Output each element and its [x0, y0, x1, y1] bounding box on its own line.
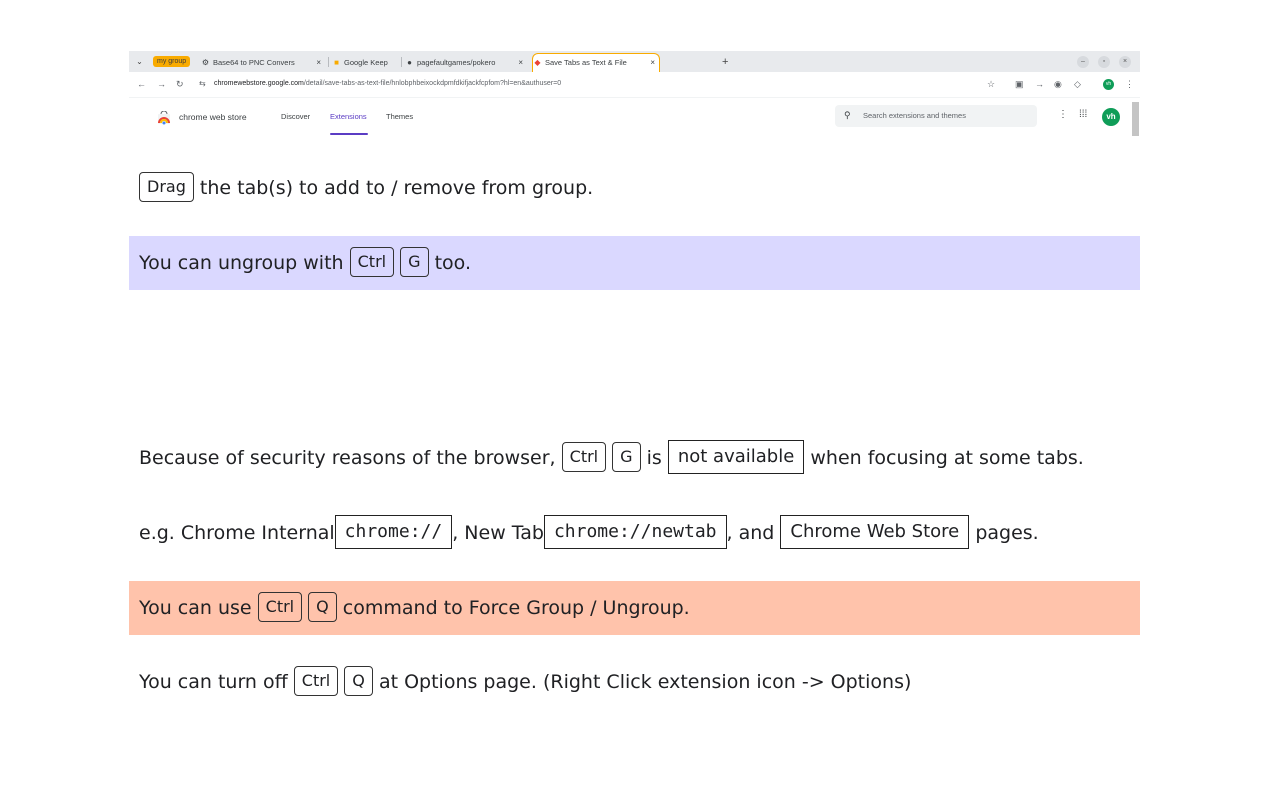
options-text-before: You can turn off — [139, 671, 288, 693]
url-field[interactable]: chromewebstore.google.com/detail/save-ta… — [214, 78, 561, 90]
active-nav-indicator — [330, 133, 368, 135]
options-instruction: You can turn off Ctrl Q at Options page.… — [129, 655, 1140, 709]
examples-text-after: pages. — [975, 522, 1039, 544]
new-tab-button[interactable]: + — [722, 56, 729, 68]
chrome-web-store-tag: Chrome Web Store — [780, 514, 970, 549]
ungroup-text-after: too. — [434, 252, 471, 274]
nav-extensions[interactable]: Extensions — [330, 112, 367, 121]
tab-group-chip[interactable]: my group — [153, 56, 191, 67]
apps-grid-icon[interactable]: ⁞⁞⁞ — [1079, 109, 1088, 120]
store-name[interactable]: chrome web store — [179, 112, 247, 122]
not-available-tag: not available — [667, 439, 805, 474]
g-key: G — [612, 441, 641, 472]
ungroup-instruction: You can ungroup with Ctrl G too. — [129, 236, 1140, 290]
profile-avatar[interactable]: vh — [1103, 79, 1114, 90]
ctrl-key: Ctrl — [257, 591, 303, 622]
kebab-menu-icon[interactable]: ⋮ — [1125, 79, 1134, 89]
close-icon[interactable]: × — [518, 58, 523, 67]
keep-icon: ■ — [334, 58, 339, 67]
browser-screenshot: ⌄ my group ⚙Base64 to PNC Convers × ■ Goo… — [129, 51, 1140, 137]
forward-icon[interactable]: → — [157, 79, 166, 89]
tab-google-keep[interactable]: ■ Google Keep — [332, 54, 398, 72]
scrollbar[interactable] — [1132, 102, 1139, 136]
tab-strip: ⌄ my group ⚙Base64 to PNC Convers × ■ Goo… — [129, 51, 1140, 73]
close-window-icon[interactable]: × — [1119, 56, 1131, 68]
more-options-icon[interactable]: ⋮ — [1058, 109, 1068, 120]
reload-icon[interactable]: ↻ — [176, 79, 184, 89]
drag-instruction: Drag the tab(s) to add to / remove from … — [129, 161, 1140, 215]
site-info-icon[interactable]: ⇆ — [199, 79, 206, 88]
examples-text-before: e.g. Chrome Internal — [139, 522, 335, 544]
back-icon[interactable]: ← — [137, 79, 146, 89]
github-icon: ● — [407, 58, 412, 67]
tab-title: Save Tabs as Text & File — [545, 58, 627, 67]
tab-title: pagefaultgames/pokero — [417, 58, 496, 67]
chrome-internal-tag: chrome:// — [334, 514, 453, 549]
extension-puzzle-icon[interactable]: ▣ — [1015, 79, 1024, 89]
force-text-before: You can use — [139, 597, 252, 619]
force-text-after: command to Force Group / Ungroup. — [342, 597, 690, 619]
chrome-web-store-header: chrome web store Discover Extensions The… — [129, 97, 1140, 137]
url-path: /detail/save-tabs-as-text-file/hnlobphbe… — [303, 80, 562, 87]
gear-icon: ⚙ — [201, 58, 210, 67]
search-icon: ⚲ — [844, 110, 851, 120]
ctrl-key: Ctrl — [561, 441, 607, 472]
security-text-mid: is — [646, 447, 662, 469]
tab-github[interactable]: ● pagefaultgames/pokero × — [405, 54, 527, 72]
tab-base64[interactable]: ⚙Base64 to PNC Convers × — [201, 54, 325, 72]
store-avatar[interactable]: vh — [1102, 108, 1120, 126]
address-bar: ← → ↻ ⇆ chromewebstore.google.com/detail… — [129, 72, 1140, 97]
search-input[interactable]: Search extensions and themes — [863, 111, 966, 120]
tab-title: Base64 to PNC Convers — [213, 58, 295, 67]
nav-themes[interactable]: Themes — [386, 112, 414, 121]
arrow-extension-icon[interactable]: → — [1035, 79, 1044, 89]
tab-save-tabs[interactable]: ◆ Save Tabs as Text & File × — [532, 53, 660, 73]
g-key: G — [400, 246, 429, 277]
tab-separator — [401, 57, 402, 67]
bookmark-star-icon[interactable]: ☆ — [987, 79, 996, 89]
force-group-instruction: You can use Ctrl Q command to Force Grou… — [129, 581, 1140, 635]
extensions-icon[interactable]: ◇ — [1074, 79, 1081, 89]
minimize-icon[interactable]: – — [1077, 56, 1089, 68]
chrome-web-store-icon: ◆ — [534, 58, 541, 67]
tab-search-icon[interactable]: ⌄ — [136, 57, 143, 66]
examples-text-mid2: , and — [726, 522, 775, 544]
ungroup-text-before: You can ungroup with — [139, 252, 344, 274]
close-icon[interactable]: × — [316, 58, 321, 67]
tab-separator — [328, 57, 329, 67]
security-text-after: when focusing at some tabs. — [810, 447, 1084, 469]
ctrl-key: Ctrl — [349, 246, 395, 277]
newtab-tag: chrome://newtab — [543, 514, 727, 549]
close-icon[interactable]: × — [650, 58, 655, 67]
nav-discover[interactable]: Discover — [281, 112, 311, 121]
security-text-before: Because of security reasons of the brows… — [139, 447, 556, 469]
options-text-after: at Options page. (Right Click extension … — [378, 671, 912, 693]
drag-text: the tab(s) to add to / remove from group… — [199, 177, 594, 199]
url-host: chromewebstore.google.com — [214, 80, 304, 87]
q-key: Q — [344, 665, 373, 696]
tab-manager-icon[interactable]: ◉ — [1054, 79, 1062, 89]
search-box[interactable]: ⚲ Search extensions and themes — [835, 105, 1037, 127]
security-note: Because of security reasons of the brows… — [129, 431, 1140, 485]
drag-key: Drag — [139, 171, 194, 202]
q-key: Q — [308, 591, 337, 622]
chrome-web-store-logo-icon[interactable] — [157, 111, 171, 125]
tab-title: Google Keep — [344, 58, 388, 67]
maximize-icon[interactable]: ▫ — [1098, 56, 1110, 68]
ctrl-key: Ctrl — [293, 665, 339, 696]
examples-text-mid1: , New Tab — [452, 522, 544, 544]
